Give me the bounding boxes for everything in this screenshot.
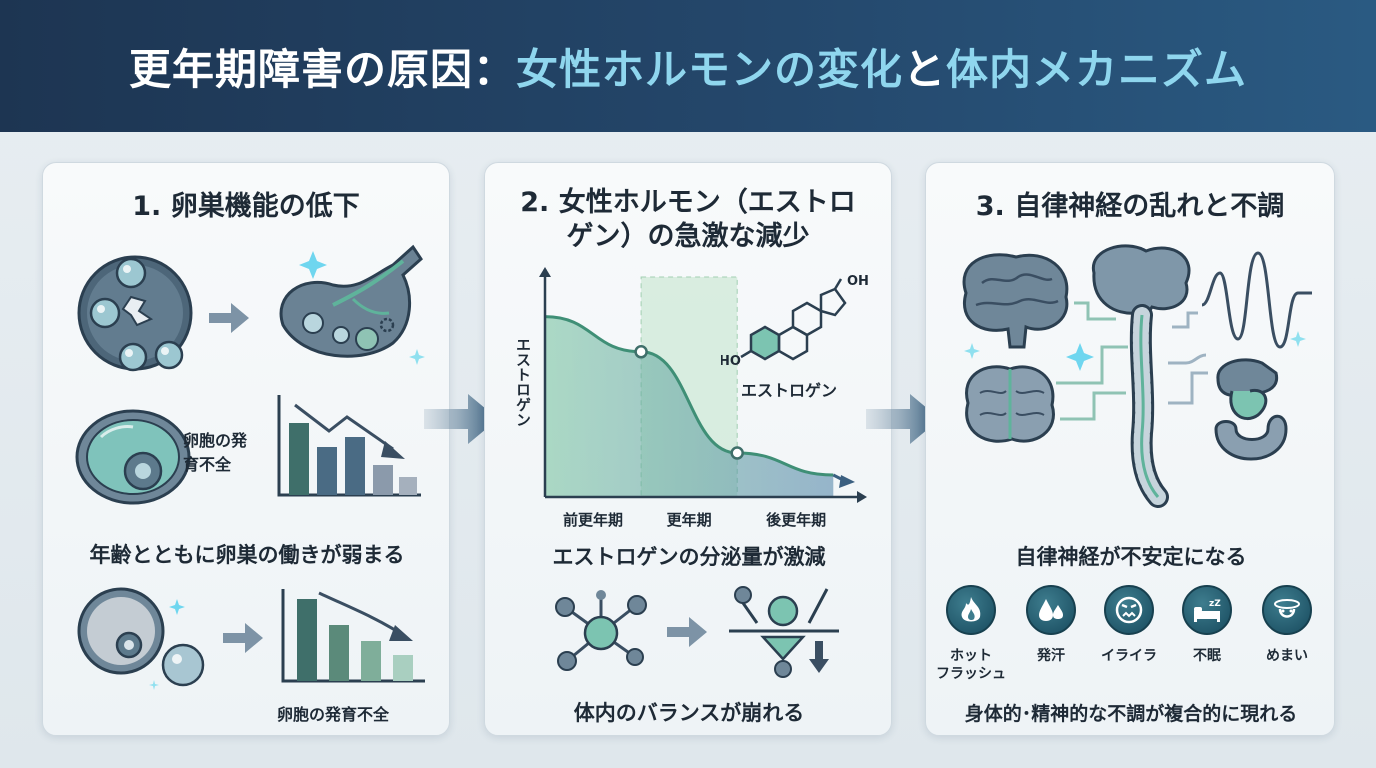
trend-arrowhead — [839, 475, 855, 488]
irritation-face-icon — [1104, 585, 1154, 635]
x-tick-label: 更年期 — [667, 511, 712, 529]
svg-text:zZ: zZ — [1209, 599, 1221, 609]
y-axis-label: エストロゲン — [514, 337, 532, 427]
aging-ovary-icon — [279, 244, 425, 365]
estrogen-line — [544, 315, 834, 477]
brain-icon — [962, 253, 1069, 349]
dizzy-head-icon — [1262, 585, 1312, 635]
x-tick-label: 前更年期 — [563, 511, 623, 529]
panel-ovary-decline: 1. 卵巣機能の低下 卵胞の発 育不全 — [42, 162, 450, 736]
sweat-drops-icon — [1026, 585, 1076, 635]
panel1-caption: 年齢とともに卵巣の働きが弱まる — [89, 543, 405, 567]
panel3-title: 3. 自律神経の乱れと不調 — [975, 191, 1285, 222]
symptom-label-insomnia: 不眠 — [1193, 648, 1221, 664]
x-axis-arrowhead — [857, 491, 867, 503]
arrow-right-icon — [223, 623, 263, 653]
arrow-right-icon — [209, 303, 249, 333]
molecule-ho-label: HO — [721, 354, 741, 369]
symptom-label-sweating: 発汗 — [1037, 648, 1065, 664]
panel2-caption: エストロゲンの分泌量が激減 — [552, 545, 826, 569]
panel1-title: 1. 卵巣機能の低下 — [132, 191, 360, 222]
panel2-caption-bottom: 体内のバランスが崩れる — [573, 701, 805, 725]
panel-flow-arrow-icon-2 — [866, 394, 940, 444]
panel-estrogen-decline: 2. 女性ホルモン（エストロ ゲン）の急激な減少 エストロゲン前更年期 更年期 後更… — [484, 162, 892, 736]
symptom-label-irritation: イライラ — [1101, 648, 1157, 664]
nervous-system-illustration — [962, 244, 1312, 508]
brain-cross-section-icon — [965, 365, 1055, 443]
arrow-right-icon — [667, 617, 707, 647]
hormone-network-icon — [555, 590, 647, 671]
estrogen-area — [545, 316, 834, 497]
panel3-caption-bottom: 身体的･精神的な不調が複合的に現れる — [964, 703, 1298, 725]
header-banner: 更年期障害の原因：女性ホルモンの変化と体内メカニズム — [0, 0, 1376, 132]
ovary-follicles-icon — [77, 255, 193, 372]
nerve-wave-icon — [1201, 251, 1312, 349]
aged-follicle-icon — [77, 587, 205, 690]
digestive-organs-icon — [1214, 358, 1288, 461]
y-axis-arrowhead — [539, 267, 551, 277]
declining-bars-icon-2 — [281, 589, 425, 683]
panel-autonomic-imbalance: 3. 自律神経の乱れと不調 — [925, 162, 1335, 736]
symptom-label-hot-flash: ホット フラッシュ — [936, 648, 1006, 682]
balance-collapse-icon — [729, 586, 839, 678]
label-follicle-bottom: 卵胞の発育不全 — [277, 705, 390, 724]
x-tick-label: 後更年期 — [765, 511, 826, 529]
symptom-label-dizziness: めまい — [1266, 648, 1308, 664]
data-point — [634, 345, 648, 359]
panel2-title-line2: ゲン）の急激な減少 — [566, 221, 810, 252]
data-point — [730, 446, 744, 460]
flame-icon — [946, 585, 996, 635]
declining-bars-icon — [277, 395, 421, 497]
panel-flow-arrow-icon — [424, 394, 498, 444]
sleep-bed-icon: zZ — [1182, 585, 1232, 635]
panel3-caption: 自律神経が不安定になる — [1015, 545, 1247, 569]
molecule-name-label: エストロゲン — [741, 381, 838, 400]
follicle-icon — [75, 409, 191, 505]
molecule-oh-label: OH — [847, 275, 869, 289]
estrogen-molecule-icon: OH HO — [721, 275, 869, 369]
spinal-cord-icon — [1091, 244, 1191, 508]
label-follicle-underdevelopment: 卵胞の発 育不全 — [183, 431, 248, 474]
page-title: 更年期障害の原因：女性ホルモンの変化と体内メカニズム — [128, 44, 1248, 94]
panel2-title-line1: 2. 女性ホルモン（エストロ — [520, 187, 856, 218]
